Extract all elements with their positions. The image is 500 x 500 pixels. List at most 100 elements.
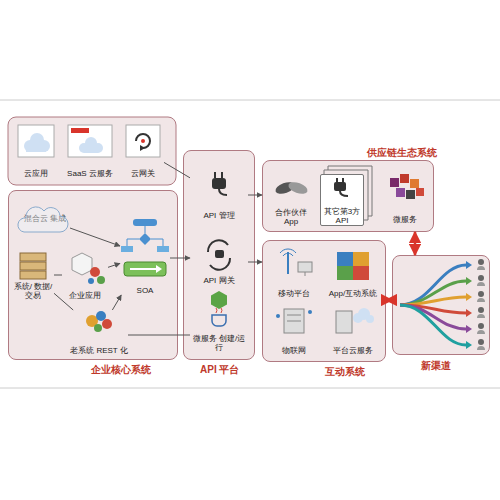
microservice-cubes-icon — [410, 179, 419, 188]
soa-icon — [127, 239, 139, 246]
channel-fan-icon — [400, 265, 466, 305]
node-label: 混合云 集成 — [24, 214, 66, 223]
soa-icon — [145, 226, 146, 233]
stacked-cards-icon — [324, 166, 372, 220]
platform-cloud-icon — [336, 308, 374, 333]
channel-fan-icon — [478, 339, 484, 345]
node-label: SOA — [137, 286, 154, 295]
platform-cloud-icon — [336, 311, 352, 333]
enterprise-app-icon — [97, 276, 105, 284]
channel-fan-icon — [400, 305, 466, 313]
iot-server-icon — [284, 309, 304, 333]
node-label: API 网关 — [203, 276, 234, 285]
channel-fan-icon — [466, 325, 472, 333]
soa-icon — [133, 219, 157, 226]
group-title: 供应链生态系统 — [367, 146, 437, 160]
mobile-tower-icon — [305, 272, 306, 276]
microservice-runtime-icon — [212, 315, 226, 326]
group-title: 企业核心系统 — [91, 363, 151, 377]
channel-fan-icon — [466, 261, 472, 269]
mobile-tower-icon — [287, 252, 289, 274]
saas-icon — [84, 147, 98, 153]
platform-cloud-icon — [353, 313, 363, 323]
legacy-gears-icon — [86, 315, 98, 327]
saas-icon — [79, 143, 89, 153]
channel-fan-icon — [478, 323, 484, 329]
enterprise-app-icon — [88, 278, 94, 284]
api-gateway-icon — [208, 240, 228, 252]
enterprise-app-icon — [72, 253, 105, 284]
channel-fan-icon — [478, 307, 484, 313]
api-gateway-icon — [210, 258, 230, 270]
node-label: 物联网 — [282, 346, 306, 355]
node-label: 微服务 — [393, 215, 417, 224]
microservice-runtime-icon — [216, 308, 222, 313]
cloud-gateway-icon — [126, 125, 160, 157]
node-label: 企业应用 — [69, 291, 101, 300]
platform-cloud-icon — [366, 315, 374, 323]
data-cabinet-icon — [20, 253, 46, 261]
connector — [70, 228, 120, 246]
channel-fan-icon — [466, 293, 472, 301]
iot-server-icon — [276, 314, 280, 318]
cloud-app-icon — [24, 140, 36, 152]
channel-fan-icon — [400, 259, 485, 350]
mobile-tower-icon — [280, 249, 312, 276]
connector — [386, 299, 392, 302]
node-label: API 管理 — [203, 211, 234, 220]
cloud-gateway-icon — [136, 134, 150, 148]
cloud-gateway-icon — [140, 145, 145, 151]
system-node: 其它第3方 API — [320, 174, 364, 226]
soa-icon — [151, 239, 163, 246]
cloud-app-icon — [18, 125, 54, 157]
group-title: API 平台 — [200, 363, 239, 377]
connector — [248, 262, 262, 263]
soa-icon — [139, 233, 151, 245]
api-management-icon — [221, 172, 223, 178]
microservice-cubes-icon — [406, 190, 415, 199]
system-node: 合作伙伴 App — [268, 168, 314, 226]
saas-icon — [85, 137, 97, 149]
group-title: 新渠道 — [421, 359, 451, 373]
api-management-icon — [214, 172, 216, 178]
handshake-icon — [287, 180, 309, 196]
saas-icon — [68, 125, 112, 157]
iot-server-icon — [287, 321, 301, 322]
system-node: SaaS 云服务 — [64, 122, 116, 178]
system-node: 平台云服务 — [326, 305, 380, 355]
microservice-cubes-icon — [390, 174, 424, 199]
system-node: 混合云 集成 — [20, 203, 70, 235]
cloud-app-icon — [30, 133, 44, 147]
connector — [112, 295, 121, 310]
cloud-gateway-icon — [126, 125, 160, 157]
cloud-group-frame — [8, 117, 176, 185]
puzzle-icon — [337, 252, 369, 280]
hybrid-cloud-icon — [18, 207, 68, 232]
frame-line — [0, 100, 500, 101]
soa-icon — [121, 246, 133, 252]
puzzle-icon — [337, 252, 353, 266]
mobile-tower-icon — [280, 249, 296, 256]
handshake-icon — [274, 180, 309, 196]
legacy-gears-icon — [102, 319, 112, 329]
stacked-cards-icon — [342, 178, 344, 182]
connector — [54, 275, 62, 276]
legacy-gears-icon — [94, 324, 102, 332]
system-node: 系统/ 数据/交易 — [12, 250, 54, 300]
node-label: 平台云服务 — [333, 346, 373, 355]
system-node: 云网关 — [122, 122, 164, 178]
stacked-cards-icon — [336, 178, 338, 182]
system-node: 微服务 — [382, 168, 428, 224]
mobile-tower-icon — [298, 262, 312, 272]
cloud-app-icon — [18, 125, 54, 157]
soa-icon — [130, 268, 156, 270]
system-node: 老系统 REST 化 — [70, 310, 128, 355]
system-node: App/互动系统 — [326, 248, 380, 298]
system-node: 企业应用 — [62, 250, 108, 300]
node-label: 系统/ 数据/交易 — [12, 282, 54, 300]
channel-fan-icon — [478, 275, 484, 281]
cloud-gateway-icon — [141, 139, 145, 143]
stacked-cards-icon — [328, 166, 372, 216]
node-label: 老系统 REST 化 — [70, 346, 128, 355]
